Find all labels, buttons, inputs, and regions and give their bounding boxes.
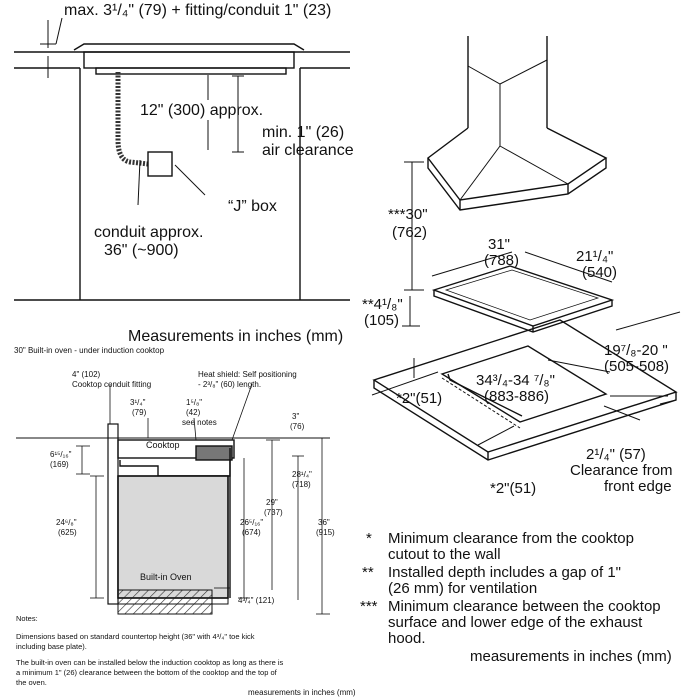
cooktop-width: 31" <box>488 236 511 253</box>
cooktop-depth: 21¹/₄" <box>576 248 614 265</box>
legend-marker-1: * <box>366 530 372 547</box>
dim-3: 3" <box>292 412 300 421</box>
cutout-length: 34³/₄-34 ⁷/₈" <box>476 372 555 389</box>
legend-1-line-2: cutout to the wall <box>388 546 501 563</box>
measurements-caption: Measurements in inches (mm) <box>128 328 344 345</box>
dim-4-3-4: 4³/₄" (121) <box>238 596 275 605</box>
dim-29-mm: (737) <box>264 508 283 517</box>
dim-6-15-16-mm: (169) <box>50 460 69 469</box>
cutout-width-mm: (505-508) <box>604 358 670 375</box>
dim-3-1-4-mm: (79) <box>132 408 147 417</box>
legend-3-line-2: surface and lower edge of the exhaust <box>388 614 643 631</box>
note-2-line-1: The built-in oven can be installed below… <box>16 658 284 667</box>
side-clearance-left: *2"(51) <box>396 390 443 407</box>
j-box-label: “J” box <box>228 198 277 215</box>
dim-28-1-4-mm: (718) <box>292 480 311 489</box>
legend-marker-2: ** <box>362 564 374 581</box>
heat-shield-length: - 2³/₈" (60) length. <box>198 380 262 389</box>
front-clearance-label: Clearance from <box>570 462 673 479</box>
front-edge-label: front edge <box>604 478 672 495</box>
note-2-line-2: a minimum 1" (26) clearance between the … <box>16 668 277 677</box>
dim-6-15-16: 6¹⁵/₁₆" <box>50 450 72 459</box>
approx-12-label: 12" (300) approx. <box>140 102 264 119</box>
dim-3-1-4: 3¹/₄" <box>130 398 146 407</box>
cutout-length-mm: (883-886) <box>484 388 550 405</box>
dim-3-mm: (76) <box>290 422 305 431</box>
exhaust-hood <box>427 36 608 211</box>
cutout-width: 19⁷/₈-20 " <box>604 342 668 359</box>
dim-26-5-16: 26⁵/₁₆" <box>240 518 264 527</box>
dim-36: 36" <box>318 518 330 527</box>
built-in-oven-label: Built-in Oven <box>140 572 192 582</box>
conduit-fitting-label: Cooktop conduit fitting <box>72 380 152 389</box>
right-dimensions <box>371 161 681 446</box>
cabinet-section <box>14 17 350 301</box>
notes-heading: Notes: <box>16 614 38 623</box>
dim-1-5-8-mm: (42) <box>186 408 201 417</box>
legend-2-line-2: (26 mm) for ventilation <box>388 580 538 597</box>
hood-clearance: ***30" <box>388 206 428 223</box>
see-notes: see notes <box>182 418 217 427</box>
cooktop-glass <box>431 265 615 333</box>
legend-3-line-1: Minimum clearance between the cooktop <box>388 598 661 615</box>
note-2-line-3: the oven. <box>16 678 47 687</box>
hood-clearance-mm: (762) <box>392 224 428 241</box>
dim-36-mm: (915) <box>316 528 335 537</box>
heat-shield-label: Heat shield: Self positioning <box>198 370 297 379</box>
oven-footer: measurements in inches (mm) <box>248 688 356 697</box>
front-clearance: 2¹/₄" (57) <box>586 446 646 463</box>
max-depth-label: max. 3¹/₄" (79) + fitting/conduit 1" (23… <box>64 2 332 19</box>
oven-cabinet-section <box>16 423 330 615</box>
dim-1-5-8: 1⁵/₈" <box>186 398 203 407</box>
dim-24-6-8-mm: (625) <box>58 528 77 537</box>
legend-footer: measurements in inches (mm) <box>470 648 672 665</box>
installed-depth-mm: (105) <box>364 312 400 329</box>
conduit-fitting-size: 4" (102) <box>72 370 101 379</box>
conduit-label: conduit approx. <box>94 224 204 241</box>
cooktop-label: Cooktop <box>146 440 180 450</box>
legend-3-line-3: hood. <box>388 630 426 647</box>
cooktop-width-mm: (788) <box>484 252 520 269</box>
cooktop-depth-mm: (540) <box>582 264 618 281</box>
dim-26-5-16-mm: (674) <box>242 528 261 537</box>
installed-depth: **4¹/₈" <box>362 296 403 313</box>
dim-24-6-8: 24⁶/₈" <box>56 518 77 527</box>
countertop <box>372 319 678 461</box>
note-1-line-2: including base plate). <box>16 642 87 651</box>
note-1-line-1: Dimensions based on standard countertop … <box>16 632 255 641</box>
dim-28-1-4: 28¹/₄" <box>292 470 312 479</box>
conduit-length-label: 36" (~900) <box>104 242 179 259</box>
air-clearance-label: air clearance <box>262 142 354 159</box>
legend-2-line-1: Installed depth includes a gap of 1" <box>388 564 621 581</box>
dim-29: 29" <box>266 498 278 507</box>
side-clearance-front: *2"(51) <box>490 480 537 497</box>
min-clearance-label: min. 1" (26) <box>262 124 345 141</box>
oven-dimensions <box>76 383 330 615</box>
oven-section-title: 30" Built-in oven - under induction cook… <box>14 346 165 355</box>
legend-marker-3: *** <box>360 598 378 615</box>
legend-1-line-1: Minimum clearance from the cooktop <box>388 530 634 547</box>
